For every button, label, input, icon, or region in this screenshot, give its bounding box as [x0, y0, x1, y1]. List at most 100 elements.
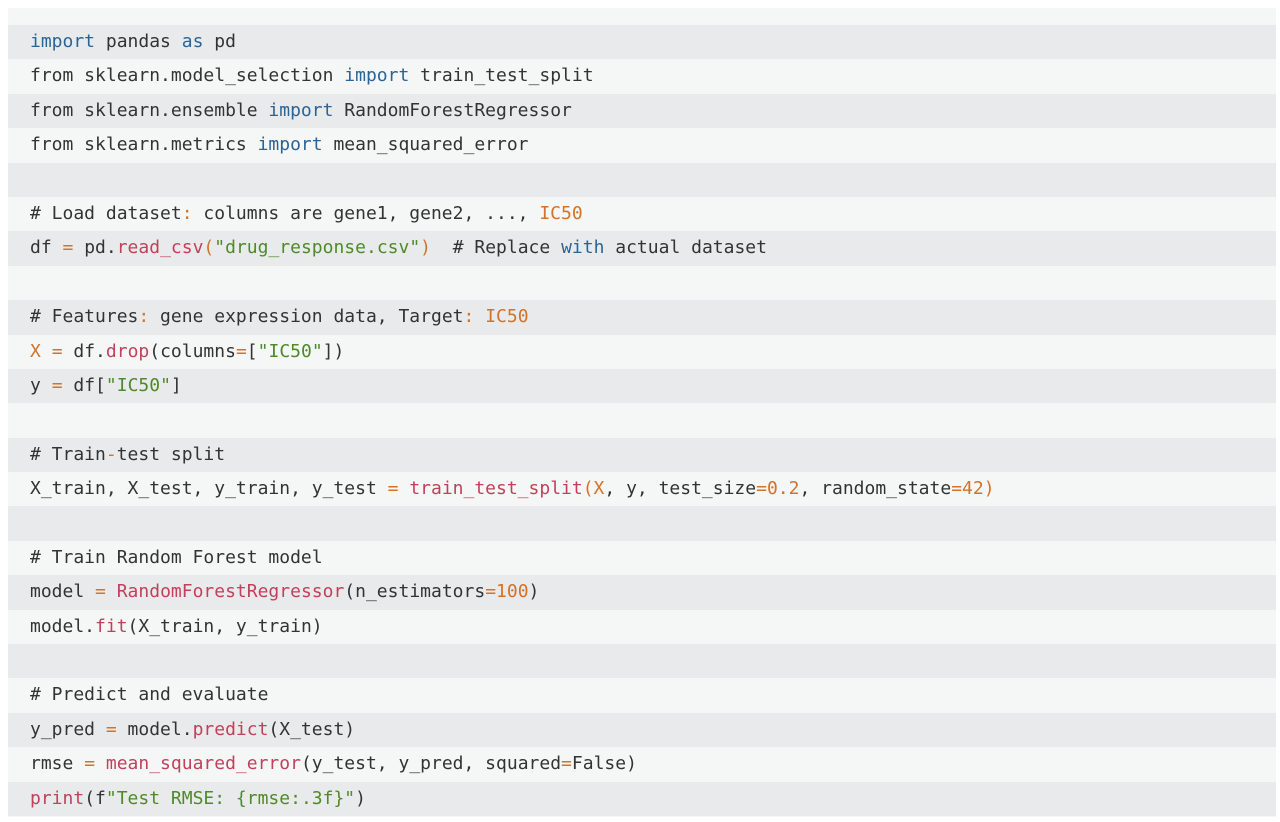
- code-token: actual dataset: [604, 237, 767, 259]
- code-line: [8, 506, 1276, 541]
- code-token: :: [181, 202, 193, 224]
- code-token: =: [95, 581, 106, 603]
- code-token: model: [30, 581, 96, 603]
- code-line: [8, 266, 1276, 300]
- code-token: from sklearn.ensemble: [30, 99, 269, 121]
- code-token: "drug_response.csv": [214, 237, 421, 259]
- code-token: :: [463, 306, 475, 328]
- code-token: from sklearn.model_selection: [30, 65, 345, 87]
- code-token: y: [30, 374, 52, 396]
- code-token: # Load dataset: [30, 202, 182, 224]
- code-token: , y, test_size: [604, 478, 757, 500]
- code-token: ): [355, 787, 366, 809]
- code-token: ): [983, 478, 995, 500]
- code-line: # Features: gene expression data, Target…: [8, 300, 1276, 335]
- code-token: [41, 341, 52, 362]
- code-token: read_csv: [116, 237, 204, 259]
- code-line: from sklearn.ensemble import RandomFores…: [8, 93, 1276, 129]
- code-token: pd: [203, 31, 236, 52]
- code-token: # Train: [30, 443, 106, 465]
- code-token: =: [235, 340, 247, 362]
- code-token: ]): [322, 340, 345, 362]
- code-token: X_train, X_test, y_train, y_test: [30, 478, 388, 500]
- code-token: IC50: [485, 306, 529, 328]
- code-token: import: [30, 31, 96, 52]
- code-line: model = RandomForestRegressor(n_estimato…: [8, 575, 1276, 610]
- code-line: # Train-test split: [8, 437, 1276, 473]
- code-token: # Replace: [431, 237, 562, 259]
- code-line: import pandas as pd: [8, 25, 1276, 60]
- code-token: IC50: [539, 202, 583, 224]
- code-token: (f: [84, 787, 106, 809]
- code-line: from sklearn.metrics import mean_squared…: [8, 128, 1276, 162]
- code-token: df: [30, 237, 63, 259]
- code-token: X: [30, 340, 41, 362]
- code-token: ): [420, 237, 432, 259]
- code-token: pd.: [73, 237, 117, 259]
- code-token: columns are gene1, gene2, ...,: [192, 202, 540, 224]
- code-token: =: [561, 753, 572, 775]
- code-token: import: [268, 99, 334, 121]
- code-token: gene expression data, Target: [149, 306, 464, 328]
- code-line: rmse = mean_squared_error(y_test, y_pred…: [8, 747, 1276, 781]
- code-token: RandomForestRegressor: [333, 99, 572, 121]
- code-token: RandomForestRegressor: [116, 581, 345, 603]
- code-token: , random_state: [799, 478, 952, 500]
- code-token: ): [528, 581, 540, 603]
- code-token: 100: [496, 581, 529, 603]
- code-token: # Predict and evaluate: [30, 684, 269, 706]
- code-token: mean_squared_error: [322, 134, 529, 156]
- code-line: y = df["IC50"]: [8, 368, 1276, 404]
- code-line: [8, 162, 1276, 197]
- code-token: False): [571, 753, 637, 775]
- code-line: # Load dataset: columns are gene1, gene2…: [8, 197, 1276, 231]
- code-token: =: [485, 581, 497, 603]
- code-line: [8, 644, 1276, 679]
- code-token: (: [582, 478, 594, 500]
- code-token: mean_squared_error: [105, 753, 301, 775]
- code-token: [: [246, 340, 258, 362]
- code-token: =: [756, 478, 767, 500]
- code-token: =: [84, 753, 96, 775]
- code-token: model.: [116, 718, 193, 740]
- code-token: (X_train, y_train): [127, 615, 323, 637]
- code-token: -: [105, 443, 117, 465]
- code-token: train_test_split: [409, 478, 583, 500]
- code-token: model.: [30, 615, 96, 637]
- code-token: =: [51, 374, 63, 396]
- code-token: (columns: [149, 340, 236, 362]
- code-token: fit: [95, 615, 128, 637]
- code-line: from sklearn.model_selection import trai…: [8, 59, 1276, 93]
- code-line: y_pred = model.predict(X_test): [8, 712, 1276, 748]
- code-token: (: [203, 237, 215, 259]
- code-token: test split: [116, 443, 226, 465]
- code-token: with: [561, 237, 605, 259]
- code-token: =: [62, 237, 74, 259]
- code-token: "IC50": [257, 340, 323, 362]
- code-token: (n_estimators: [344, 581, 486, 603]
- code-token: from sklearn.metrics: [30, 134, 258, 156]
- code-token: drop: [105, 340, 150, 362]
- code-token: (y_test, y_pred, squared: [300, 753, 562, 775]
- code-token: import: [257, 134, 323, 156]
- code-token: :: [138, 306, 150, 328]
- code-token: [398, 478, 409, 499]
- code-token: =: [387, 478, 399, 500]
- code-line: model.fit(X_train, y_train): [8, 610, 1276, 644]
- code-line: # Train Random Forest model: [8, 541, 1276, 575]
- code-token: as: [181, 31, 204, 52]
- code-token: =: [951, 478, 963, 500]
- code-token: df.: [62, 340, 106, 362]
- code-line: X_train, X_test, y_train, y_test = train…: [8, 472, 1276, 506]
- code-token: print: [30, 787, 85, 809]
- code-token: rmse: [30, 753, 85, 775]
- code-token: train_test_split: [409, 65, 594, 87]
- code-line: df = pd.read_csv("drug_response.csv") # …: [8, 231, 1276, 266]
- code-token: 0.2: [766, 478, 800, 500]
- code-token: import: [344, 65, 410, 87]
- code-token: X: [593, 478, 605, 500]
- code-token: (X_test): [268, 718, 356, 740]
- code-token: df[: [62, 374, 106, 396]
